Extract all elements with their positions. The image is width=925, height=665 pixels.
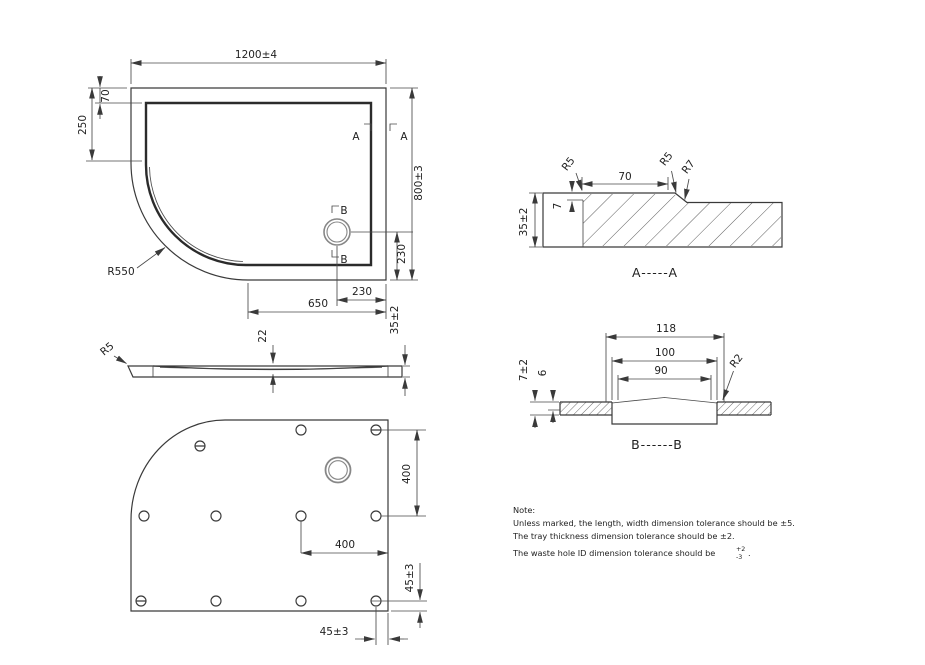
dim-plan-corner: 250 (77, 115, 89, 135)
dim-plan-rim: 70 (100, 89, 112, 102)
section-bb-view: 118 100 90 7±2 6 R2 B------B (518, 323, 772, 452)
side-view: R5 22 35±2 (98, 306, 410, 396)
dim-side-thickness: 35±2 (389, 306, 401, 335)
note-heading: Note: (513, 505, 535, 515)
side-outline (127, 365, 403, 378)
hole (295, 595, 307, 607)
bb-floor-right (717, 401, 772, 416)
plan-inner-rim-detail (149, 166, 244, 262)
section-a-marker-right (389, 123, 397, 131)
note-tolerance-sub: -3 (736, 554, 742, 561)
waste-hole-plan-outer (323, 218, 351, 246)
waste-hole-bottom-inner (328, 460, 348, 480)
dim-plan-radius: R550 (107, 266, 134, 278)
section-aa-view: 35±2 7 70 R5 R5 R7 A-----A (518, 150, 783, 280)
bb-extension-lines (530, 333, 725, 416)
dim-plan-height: 800±3 (413, 165, 425, 201)
bottom-extension-lines (300, 429, 427, 645)
dim-aa-step: 7 (552, 203, 564, 210)
dim-bottom-col-spacing: 400 (335, 539, 355, 551)
bb-dome-lines (611, 397, 718, 404)
side-dish-detail (159, 367, 383, 370)
dim-bb-inner: 90 (654, 365, 667, 377)
dim-side-radius: R5 (98, 340, 116, 358)
section-b-marker-top (331, 205, 339, 213)
note-line-2: The tray thickness dimension tolerance s… (512, 531, 735, 541)
dim-bb-depth: 7±2 (518, 359, 530, 381)
bottom-view: 400 400 45±3 45±3 (130, 419, 427, 645)
bb-hatch-right (717, 402, 771, 415)
section-a-letter-left: A (352, 131, 360, 143)
dim-side-depth: 22 (257, 329, 269, 342)
hole (295, 510, 307, 522)
note-tolerance-sup: +2 (736, 546, 745, 553)
side-extension-lines (403, 365, 410, 378)
aa-r-left-leader (575, 172, 583, 191)
dim-bb-mid: 100 (655, 347, 675, 359)
bb-radius-leader (722, 370, 734, 401)
dim-plan-waste-bottom: 230 (352, 286, 372, 298)
hole (210, 510, 222, 522)
section-b-letter-bottom: B (340, 254, 347, 266)
dim-bb-recess: 6 (537, 369, 549, 376)
side-dish-surface (152, 365, 389, 371)
plan-outline (130, 87, 387, 281)
section-a-marker-left (364, 123, 372, 131)
note-block: Note: Unless marked, the length, width d… (512, 505, 795, 561)
dim-aa-r-left: R5 (560, 155, 578, 173)
dim-aa-flat: 70 (618, 171, 631, 183)
dim-plan-width: 1200±4 (235, 49, 278, 61)
note-line-1: Unless marked, the length, width dimensi… (513, 518, 795, 528)
plan-view: A A B B 1200±4 70 250 800±3 230 230 650 … (77, 49, 425, 319)
side-edge-ticks (152, 366, 389, 377)
waste-hole-plan-inner (326, 221, 348, 243)
mounting-holes (135, 424, 382, 607)
dim-bottom-row-spacing: 400 (401, 464, 413, 484)
section-a-letter-right: A (400, 131, 408, 143)
waste-hole-bottom-outer (324, 456, 352, 484)
dim-aa-thickness: 35±2 (518, 208, 530, 237)
dim-plan-flat-bottom: 650 (308, 298, 328, 310)
hole (370, 510, 382, 522)
radius-leader (136, 247, 166, 269)
section-b-marker-bottom (331, 250, 339, 258)
aa-r-right-leader (671, 170, 677, 193)
plan-inner-rim (144, 101, 373, 267)
dim-bottom-edge-right: 45±3 (404, 564, 416, 593)
bb-floor-left (559, 401, 612, 416)
bottom-outline (130, 419, 389, 612)
dim-aa-r-right: R5 (658, 150, 676, 168)
section-aa-title: A-----A (632, 265, 678, 280)
aa-r-notch-leader (684, 178, 690, 200)
hole (295, 424, 307, 436)
dim-bb-outer: 118 (656, 323, 676, 335)
foot-hole-slots (136, 429, 381, 602)
dim-bottom-edge-bottom: 45±3 (320, 626, 349, 638)
dim-aa-r-notch: R7 (680, 158, 698, 176)
note-line-3-end: . (748, 548, 751, 558)
plan-extension-lines (86, 59, 418, 319)
bb-sump-box (611, 402, 718, 425)
section-aa-hatch (583, 194, 781, 246)
note-line-3: The waste hole ID dimension tolerance sh… (512, 548, 715, 558)
side-radius-leader (113, 355, 127, 364)
section-aa-step-lines (567, 199, 584, 247)
hole (210, 595, 222, 607)
section-bb-title: B------B (631, 437, 683, 452)
dim-bb-radius: R2 (728, 352, 746, 370)
section-aa-outline (542, 192, 783, 248)
hole (138, 510, 150, 522)
dim-plan-waste-right: 230 (396, 244, 408, 264)
section-b-letter-top: B (340, 205, 347, 217)
bb-hatch-left (560, 402, 612, 415)
